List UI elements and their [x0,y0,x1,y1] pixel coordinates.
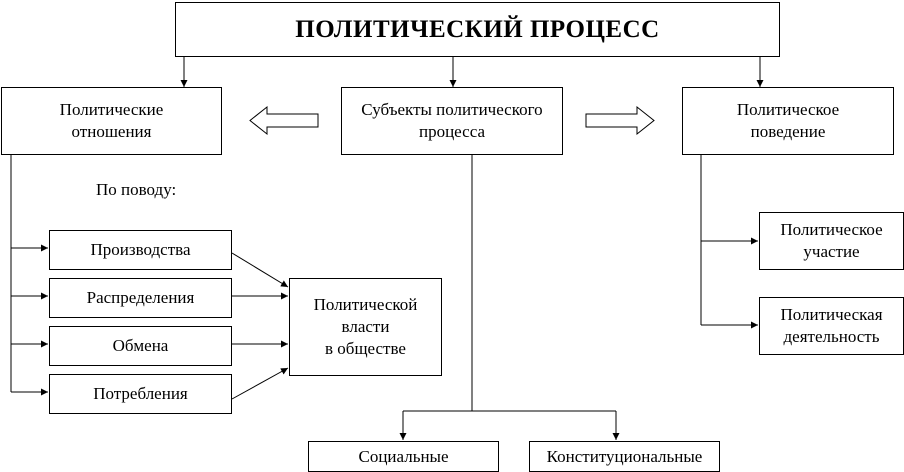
political-power-label: Политической власти в обществе [313,295,418,358]
title-text: ПОЛИТИЧЕСКИЙ ПРОЦЕСС [295,15,660,43]
constitutional-subjects-box: Конституциональные [529,441,720,472]
political-power-box: Политической власти в обществе [289,278,442,376]
constitutional-subjects-label: Конституциональные [546,446,703,466]
political-behavior-box: Политическое поведение [682,87,894,155]
exchange-box: Обмена [49,326,232,366]
political-participation-box: Политическое участие [759,212,904,270]
block-arrow-right [585,105,655,136]
production-label: Производства [90,240,191,259]
political-relations-label: Политические отношения [59,100,164,141]
process-subjects-label: Субъекты политического процесса [361,100,543,141]
consumption-label: Потребления [93,384,188,403]
distribution-box: Распределения [49,278,232,318]
political-behavior-label: Политическое поведение [736,100,840,141]
consumption-box: Потребления [49,374,232,414]
regarding-label: По поводу: [96,180,177,199]
block-arrow-left [249,105,319,136]
production-box: Производства [49,230,232,270]
political-participation-label: Политическое участие [780,220,883,261]
exchange-label: Обмена [112,336,169,355]
title-box: ПОЛИТИЧЕСКИЙ ПРОЦЕСС [175,2,780,57]
political-relations-box: Политические отношения [1,87,222,155]
political-activity-box: Политическая деятельность [759,297,904,355]
social-subjects-label: Социальные [358,446,449,466]
political-activity-label: Политическая деятельность [780,305,883,346]
distribution-label: Распределения [86,288,195,307]
social-subjects-box: Социальные [308,441,499,472]
process-subjects-box: Субъекты политического процесса [341,87,563,155]
